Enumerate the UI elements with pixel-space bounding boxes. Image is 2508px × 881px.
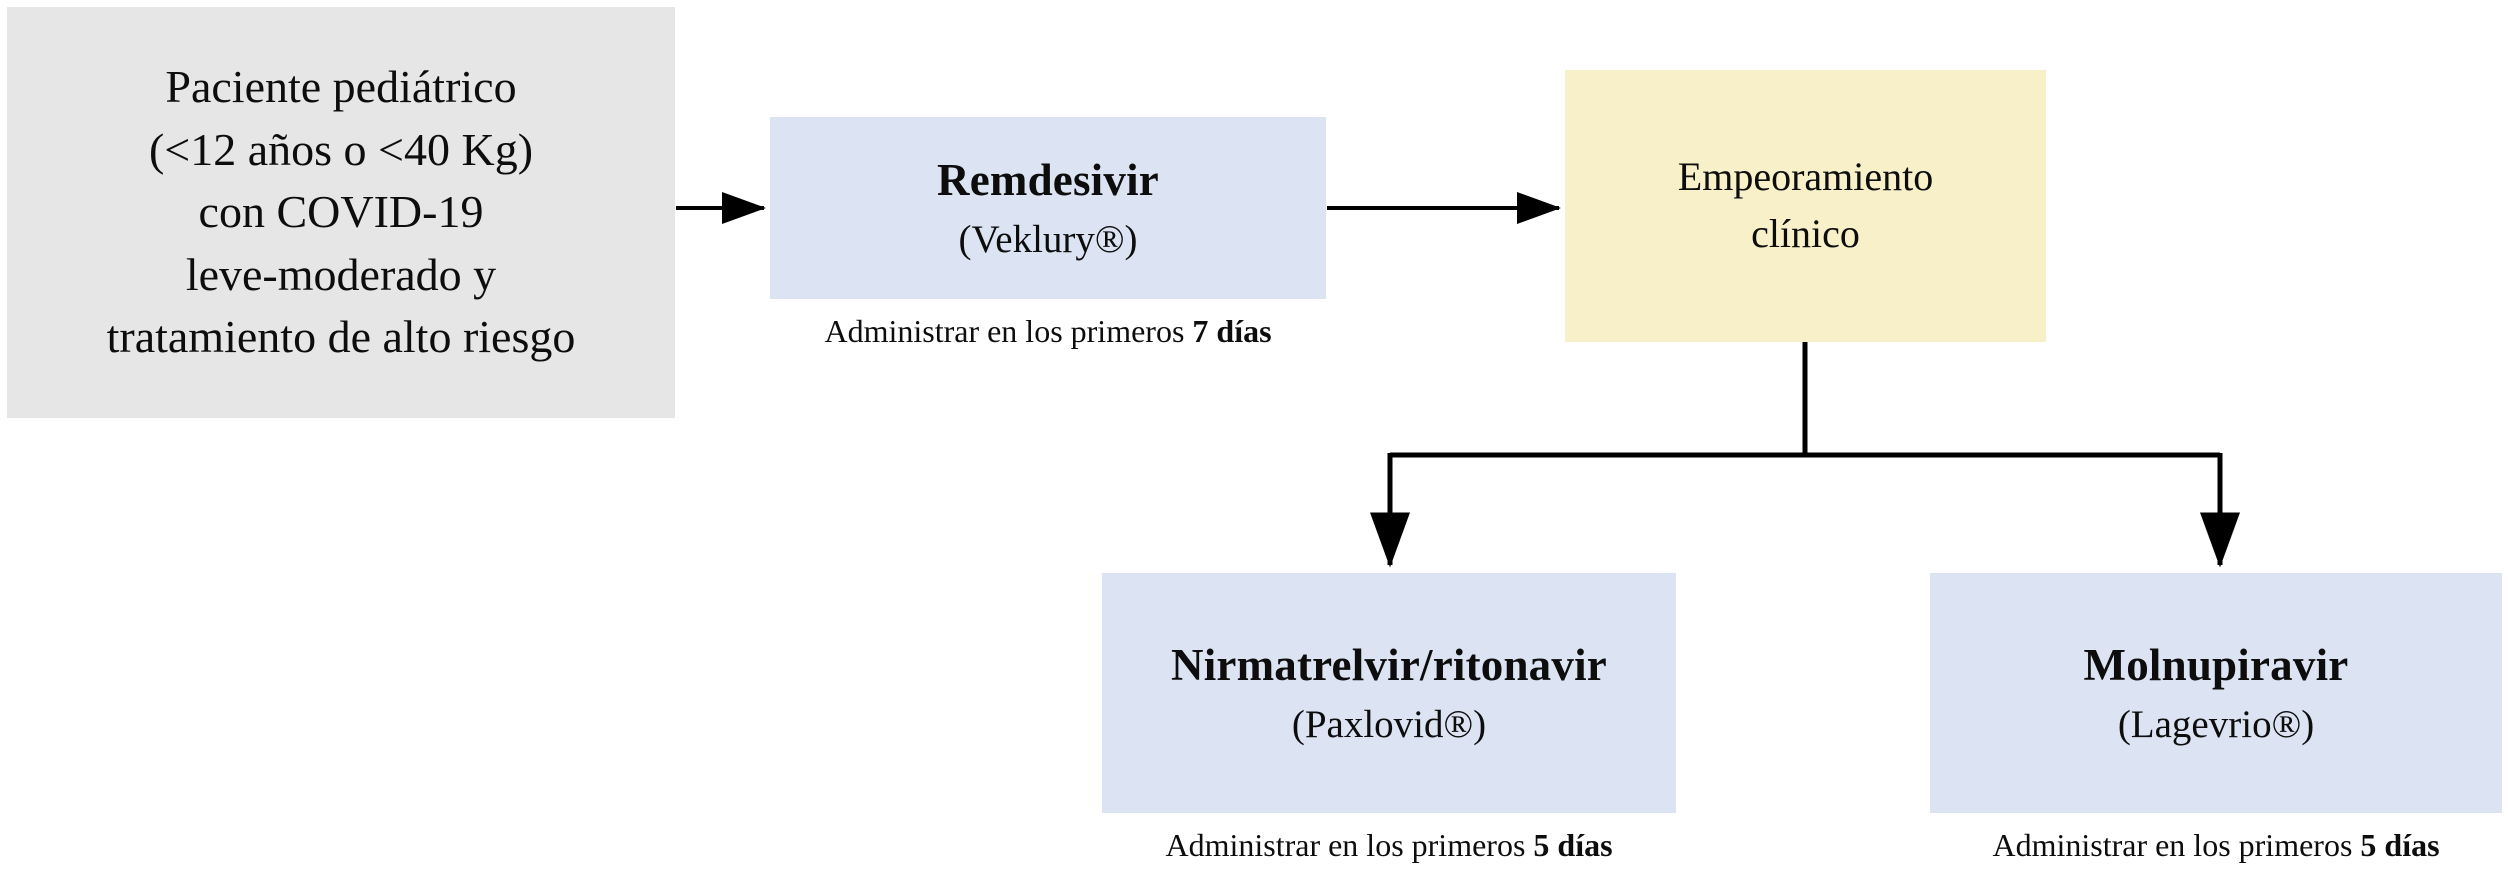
caption-molnupiravir-emphasis: 5 días	[2360, 827, 2440, 863]
node-molnupiravir[interactable]: Molnupiravir (Lagevrio®)	[1930, 573, 2502, 813]
caption-nirmatrelvir-emphasis: 5 días	[1533, 827, 1613, 863]
node-patient-profile-line-4: leve-moderado y	[185, 248, 497, 300]
node-nirmatrelvir-ritonavir[interactable]: Nirmatrelvir/ritonavir (Paxlovid®)	[1102, 573, 1676, 813]
node-clinical-worsening[interactable]: Empeoramiento clínico	[1565, 70, 2046, 342]
caption-molnupiravir-prefix: Administrar en los primeros	[1992, 827, 2361, 863]
node-molnupiravir-brand: (Lagevrio®)	[2117, 702, 2315, 746]
node-remdesivir-brand: (Veklury®)	[958, 217, 1138, 261]
node-nirmatrelvir-brand: (Paxlovid®)	[1291, 702, 1487, 746]
node-molnupiravir-title: Molnupiravir	[2083, 639, 2349, 690]
node-patient-profile[interactable]: Paciente pediátrico (<12 años o <40 Kg) …	[7, 7, 675, 418]
caption-nirmatrelvir: Administrar en los primeros 5 días	[1102, 826, 1676, 864]
node-patient-profile-line-3: con COVID-19	[198, 186, 484, 238]
node-clinical-worsening-line-2: clínico	[1751, 211, 1860, 256]
node-remdesivir[interactable]: Remdesivir (Veklury®)	[770, 117, 1326, 299]
node-remdesivir-title: Remdesivir	[937, 154, 1159, 205]
arrow-worsening-split	[1370, 342, 2240, 568]
caption-molnupiravir: Administrar en los primeros 5 días	[1930, 826, 2502, 864]
node-patient-profile-line-2: (<12 años o <40 Kg)	[148, 123, 534, 175]
caption-remdesivir: Administrar en los primeros 7 días	[770, 312, 1326, 350]
caption-remdesivir-prefix: Administrar en los primeros	[824, 313, 1193, 349]
node-nirmatrelvir-title: Nirmatrelvir/ritonavir	[1171, 639, 1607, 690]
caption-remdesivir-emphasis: 7 días	[1192, 313, 1272, 349]
node-patient-profile-line-1: Paciente pediátrico	[165, 61, 517, 113]
caption-nirmatrelvir-prefix: Administrar en los primeros	[1165, 827, 1534, 863]
node-patient-profile-line-5: tratamiento de alto riesgo	[106, 311, 576, 363]
node-clinical-worsening-line-1: Empeoramiento	[1677, 154, 1934, 200]
